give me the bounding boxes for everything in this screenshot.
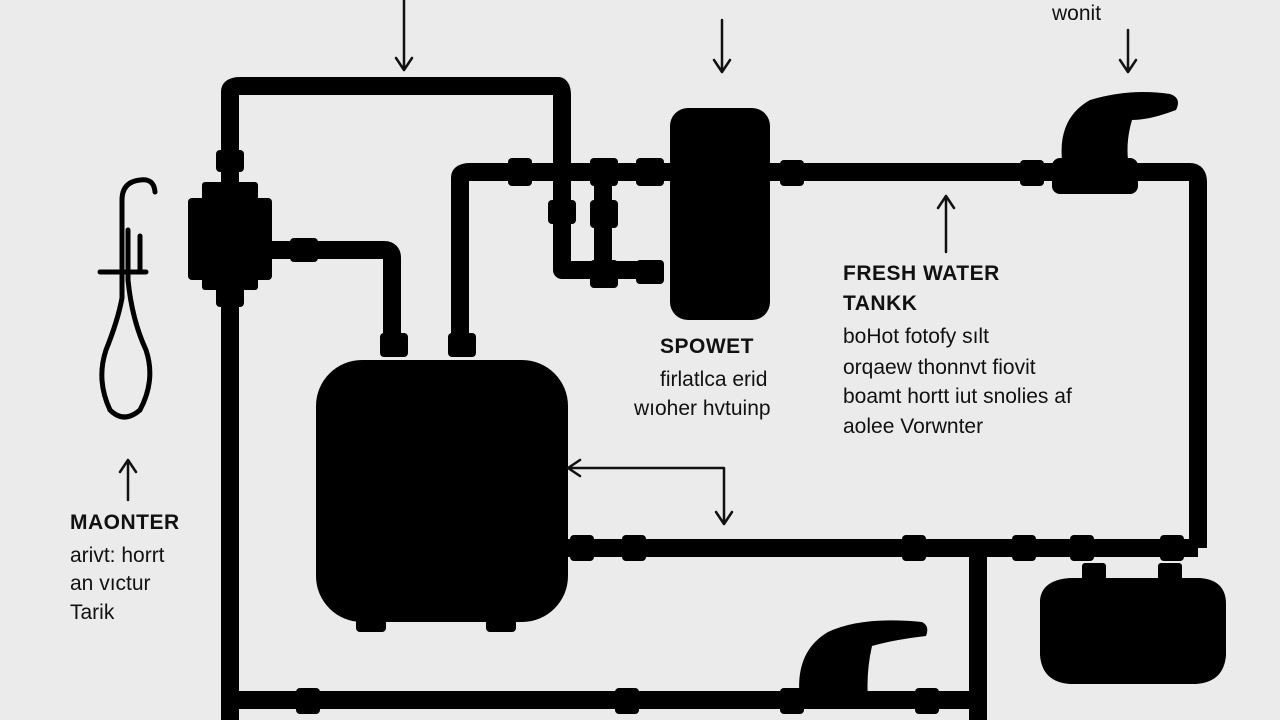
spowet-title: SPOWET: [660, 335, 755, 358]
fresh-water-tank-text-2: orqaew thonnvt fiovit: [843, 356, 1036, 379]
fresh-water-tank-title-line2: TANKK: [843, 292, 918, 315]
mainter-text-3: Tarik: [70, 601, 115, 624]
pump-outlet-pipe: [270, 241, 401, 350]
mainter-text-2: an vıctur: [70, 572, 151, 595]
arrow-up-icon: [936, 194, 956, 254]
hose-icon: [97, 177, 158, 420]
flow-arrows: [118, 0, 1138, 526]
arrow-up-icon: [118, 458, 138, 502]
water-tank: [316, 360, 568, 632]
arrow-down-icon: [394, 0, 414, 72]
top-loop-pipe: [221, 77, 655, 720]
pipe-fittings: [216, 150, 1184, 714]
mainter-title: MAONTER: [70, 511, 180, 534]
mainter-text-1: arivt: horrt: [70, 544, 165, 567]
arrow-down-icon: [712, 18, 732, 74]
top-right-label: wonit: [1052, 2, 1102, 25]
supply-pipe: [451, 163, 1207, 548]
arrow-left-down-icon: [566, 458, 734, 526]
faucet-icon: [1061, 92, 1178, 160]
faucet-base: [1052, 158, 1138, 194]
water-heater: [1040, 563, 1226, 684]
fresh-water-tank-text-1: boHot fotofy sılt: [843, 325, 989, 348]
arrow-down-icon: [1118, 28, 1138, 74]
spowet-text-1: firlatlca erid: [660, 368, 768, 391]
fresh-water-tank-text-4: aolee Vorwnter: [843, 415, 984, 438]
fresh-water-tank-text-3: boamt hortt iut snolies af: [843, 385, 1072, 408]
filter-cylinder: [670, 108, 770, 320]
spowet-text-2: wıoher hvtuinp: [634, 397, 771, 420]
pump-valve: [188, 182, 272, 290]
bottom-faucet-icon: [799, 620, 928, 700]
fresh-water-tank-title-line1: FRESH WATER: [843, 262, 1000, 285]
